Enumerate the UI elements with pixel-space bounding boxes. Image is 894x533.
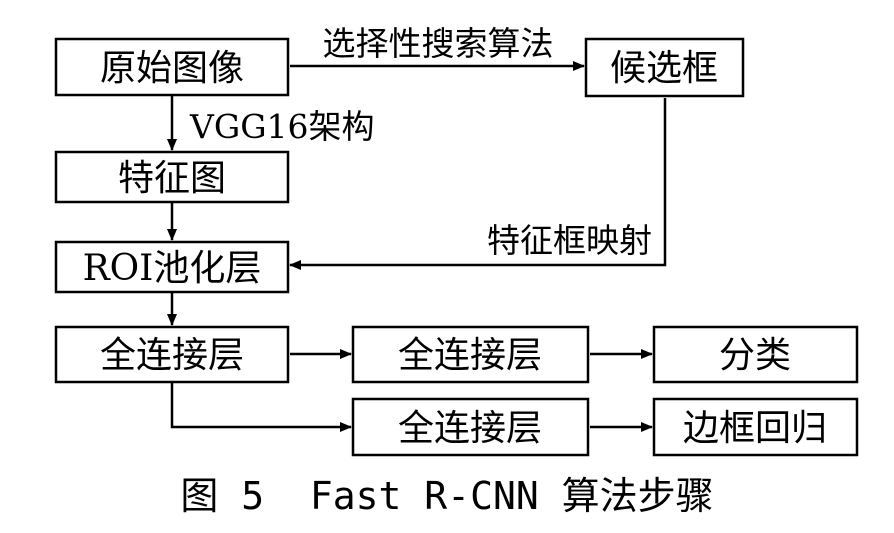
label-bbox-regression: 边框回归 bbox=[683, 408, 827, 449]
label-roi-pooling-cjk: 池化层 bbox=[153, 248, 261, 289]
label-roi-pooling: ROI池化层 bbox=[83, 248, 262, 289]
label-vgg16-latin: VGG16 bbox=[189, 107, 309, 146]
node-feature-map bbox=[54, 150, 290, 204]
label-fc3: 全连接层 bbox=[398, 408, 542, 449]
node-candidate-box bbox=[584, 37, 745, 98]
label-candidate-box: 候选框 bbox=[610, 48, 718, 89]
label-feature-box-mapping: 特征框映射 bbox=[487, 221, 652, 260]
node-roi-pooling bbox=[54, 240, 290, 294]
node-fc1 bbox=[54, 325, 290, 384]
node-fc3 bbox=[351, 397, 590, 457]
node-fc2 bbox=[351, 325, 590, 384]
node-original-image bbox=[54, 37, 290, 97]
node-bbox-regression bbox=[652, 397, 859, 457]
figure-caption: 图 5 Fast R-CNN 算法步骤 bbox=[180, 474, 713, 518]
label-fc2: 全连接层 bbox=[398, 335, 542, 376]
label-selective-search: 选择性搜索算法 bbox=[323, 24, 554, 63]
label-vgg16: VGG16架构 bbox=[189, 107, 375, 146]
edge-fc1-to-fc3 bbox=[170, 382, 352, 432]
label-classification: 分类 bbox=[719, 335, 791, 376]
label-original-image: 原始图像 bbox=[100, 48, 244, 89]
label-feature-map: 特征图 bbox=[118, 158, 226, 199]
label-vgg16-cjk: 架构 bbox=[309, 107, 375, 146]
node-classification bbox=[652, 325, 859, 384]
label-fc1: 全连接层 bbox=[100, 335, 244, 376]
label-roi-pooling-latin: ROI bbox=[83, 248, 154, 289]
edge-feature-box-mapping bbox=[289, 98, 667, 270]
